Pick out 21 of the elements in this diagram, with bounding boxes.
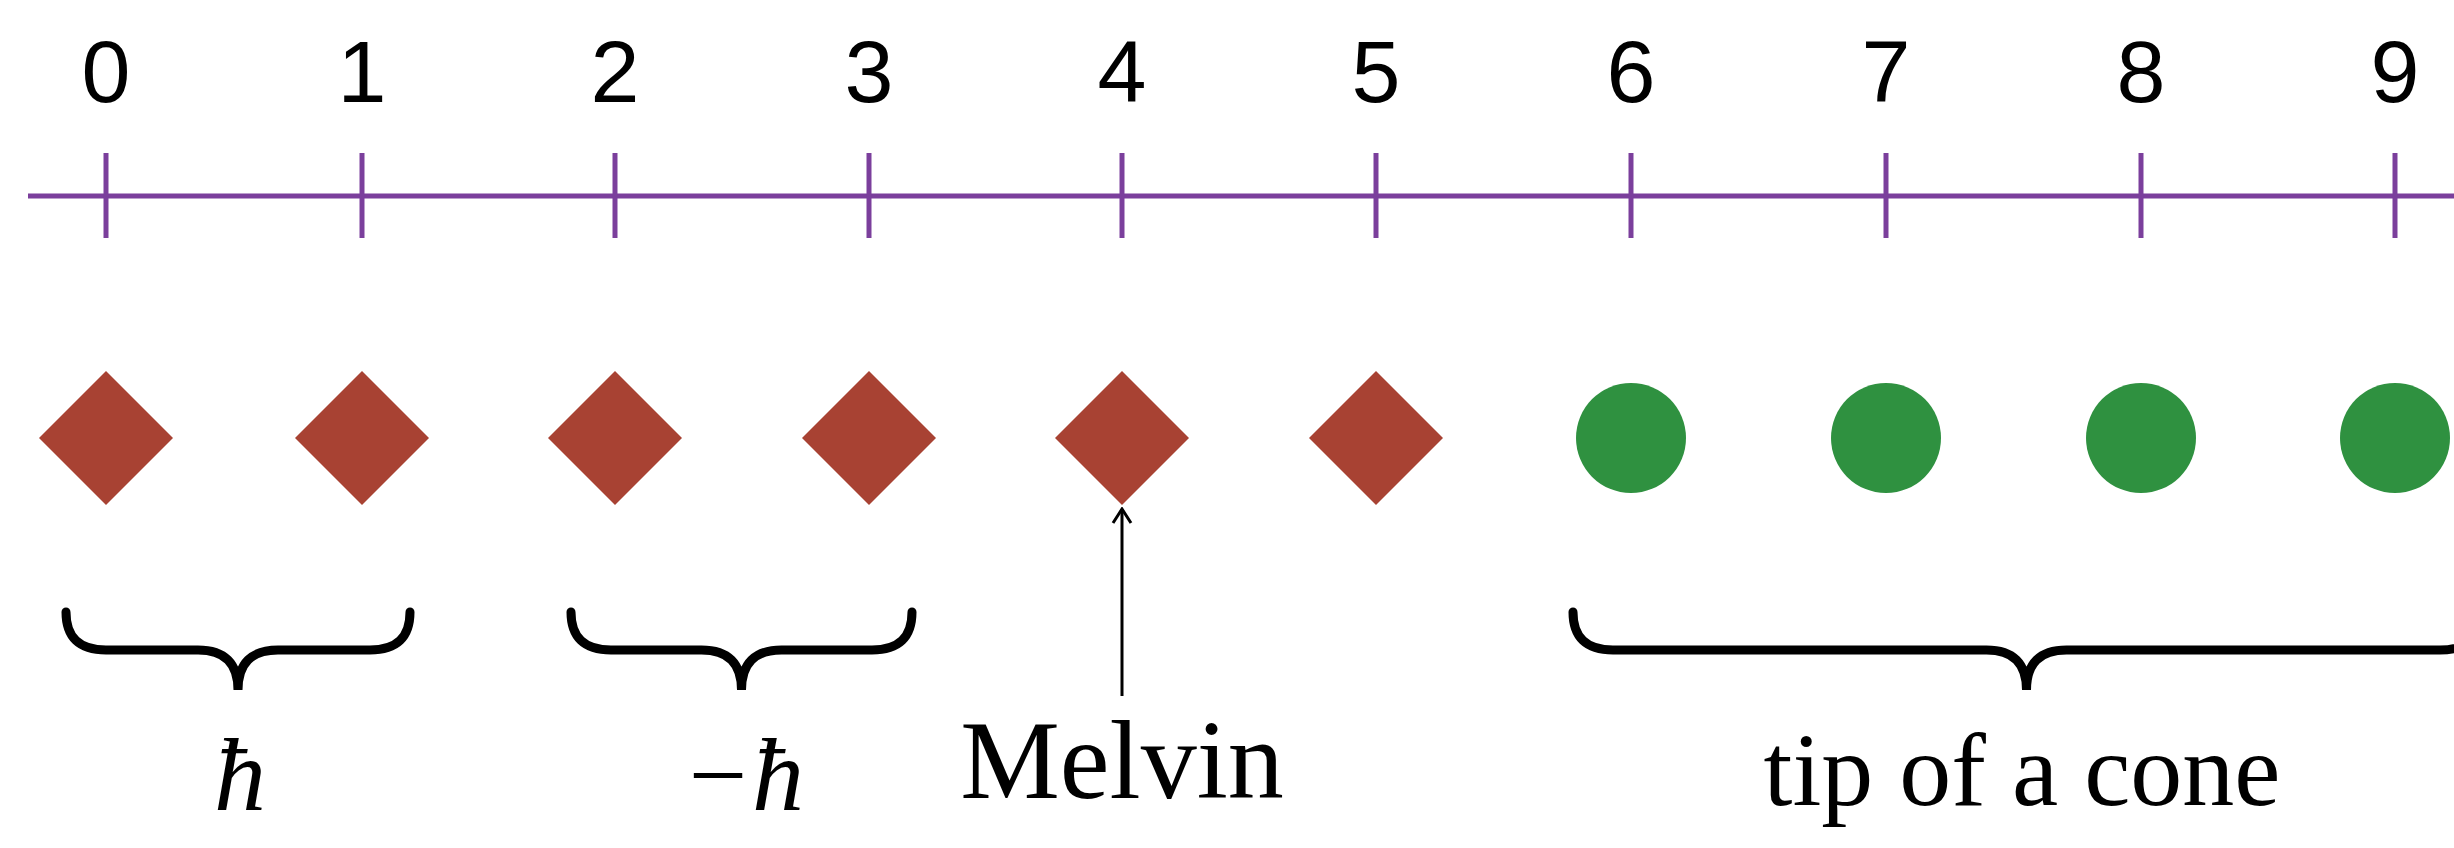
tick-label: 8 (2116, 22, 2166, 122)
diamond (802, 371, 936, 505)
tick-label: 7 (1861, 22, 1911, 122)
diamond (1309, 371, 1443, 505)
math-symbol: ħ (214, 720, 266, 830)
tick-label: 2 (590, 22, 640, 122)
arrow (1111, 507, 1133, 696)
diamond (548, 371, 682, 505)
text-label: Melvin (960, 700, 1284, 820)
diamond (39, 371, 173, 505)
diamond (1055, 371, 1189, 505)
tick-label: 5 (1351, 22, 1401, 122)
brace-label: tip of a cone (1763, 711, 2281, 829)
tick-label: 4 (1097, 22, 1147, 122)
tick-label: 3 (844, 22, 894, 122)
diamond (295, 371, 429, 505)
math-symbol: −ħ (681, 720, 805, 830)
tick-label: 6 (1606, 22, 1656, 122)
tick-label: 9 (2370, 22, 2420, 122)
tick-label: 1 (337, 22, 387, 122)
tick-label: 0 (81, 22, 131, 122)
